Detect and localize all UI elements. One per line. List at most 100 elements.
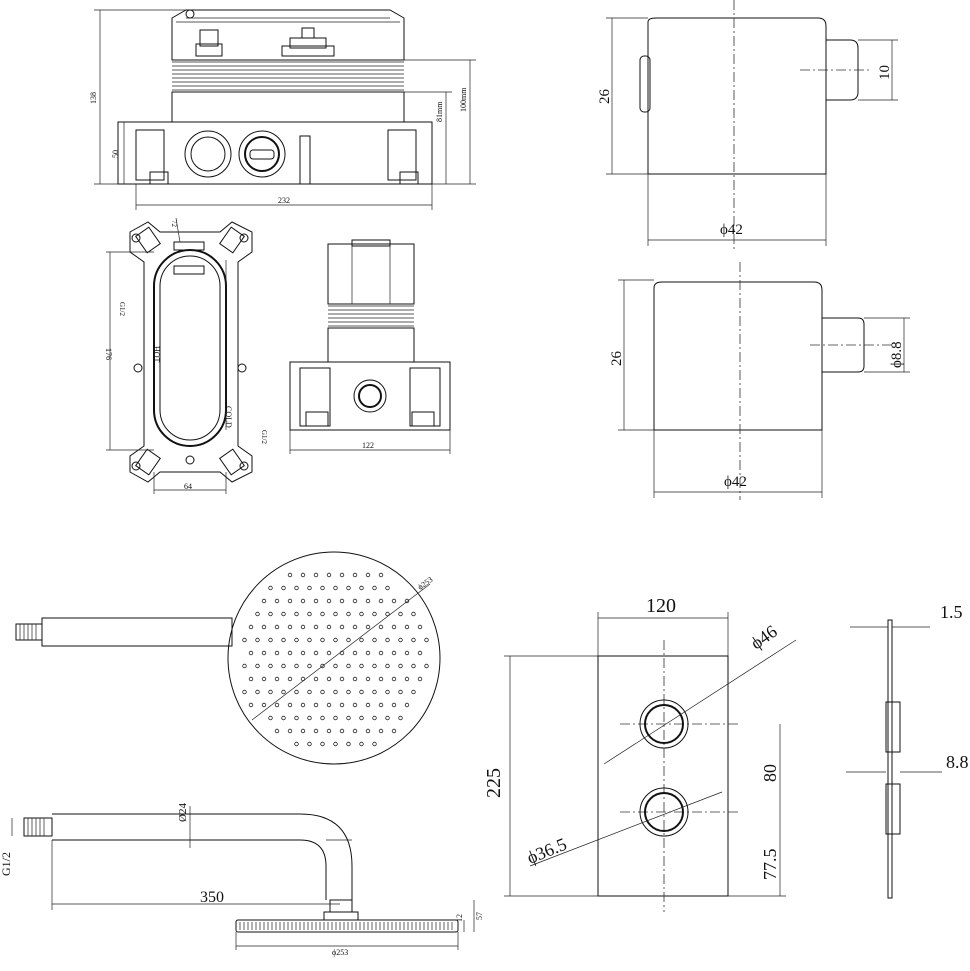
nozzle-dot [268,585,273,591]
arm-thread-label: G1/2 [0,852,13,876]
nozzle-dot [300,650,306,656]
nozzle-dot [333,663,338,669]
nozzle-dot [398,715,403,721]
nozzle-dot [359,585,364,591]
nozzle-dot [274,650,280,656]
nozzle-dot [339,572,345,578]
nozzle-dot [398,611,403,617]
head-ribs [239,922,453,930]
nozzle-dot [378,624,384,630]
shower-head-top-view: ϕ253 [15,551,441,765]
face-plate-side-view: 1.5 8.8 [846,602,969,899]
nozzle-dot [281,585,286,591]
nozzle-dot [326,650,332,656]
dim-plate-height: 176 [104,348,113,360]
nozzle-dot [333,741,338,747]
hot-label: HOT [152,346,161,363]
nozzle-dot [417,624,423,630]
nozzle-dot [352,702,358,708]
nozzle-dot [417,650,423,656]
nozzle-dot [313,572,319,578]
nozzle-dot [365,598,371,604]
nozzle-dot [255,689,260,695]
nozzle-dot [378,598,384,604]
head-thickness-label: 12 [455,914,464,922]
nozzle-dot [326,728,332,734]
dim-knob-bottom-stem: ϕ8.8 [889,341,905,368]
nozzle-dot [359,663,364,669]
rough-in-box-front-view: 138 50 100mm 81mm 232 [89,9,476,210]
nozzle-dot [307,611,312,617]
nozzle-dot [268,715,273,721]
nozzle-dot [411,611,416,617]
nozzle-dot [372,637,377,643]
nozzle-dot [320,741,325,747]
nozzle-dot [352,572,358,578]
nozzle-dot [287,598,293,604]
nozzle-dot [300,702,306,708]
nozzle-dot [326,572,332,578]
nozzle-dot [261,598,267,604]
nozzle-dot [398,637,403,643]
nozzle-dot [326,702,332,708]
dim-knob-top-stem: 10 [877,65,893,80]
nozzle-dot [274,676,280,682]
dim-knob-top-height: 26 [597,89,613,105]
nozzle-dot [391,624,397,630]
nozzle-dot [261,624,267,630]
face-plate-view: 120 225 ϕ46 ϕ36.5 80 77.5 [483,595,797,912]
nozzle-dot [307,689,312,695]
nozzle-dot [274,728,280,734]
nozzle-dot [326,624,332,630]
dim-rough-height-81: 81mm [435,101,444,122]
dim-hole-72: 72 [170,220,178,228]
nozzle-dot [346,663,351,669]
nozzle-dot [385,689,390,695]
nozzle-dot [385,611,390,617]
nozzle-dot [404,650,410,656]
nozzle-dot [326,598,332,604]
nozzle-dot [359,715,364,721]
nozzle-dot [378,676,384,682]
nozzle-dot [411,663,416,669]
ring-spacing-label: 80 [760,764,780,782]
nozzle-dot [294,741,299,747]
nozzle-dot [307,637,312,643]
nozzle-dot [248,702,254,708]
nozzle-dot [287,650,293,656]
nozzle-dot [365,728,371,734]
nozzle-dot [372,715,377,721]
nozzle-dot [346,689,351,695]
nozzle-dot [398,663,403,669]
nozzle-dot [281,611,286,617]
nozzle-dot [352,624,358,630]
nozzle-dot [287,572,293,578]
nozzle-dot [320,715,325,721]
nozzle-dot [313,598,319,604]
knob-bottom-view: 26 ϕ8.8 ϕ42 [609,262,910,500]
nozzle-dot [372,741,377,747]
ring-outer-label: ϕ46 [747,621,781,653]
plate-depth-label: 8.8 [946,752,969,772]
nozzle-dot [274,702,280,708]
nozzle-dot [242,689,247,695]
nozzle-dot [378,728,384,734]
shower-nozzles [242,572,429,747]
nozzle-dot [287,702,293,708]
nozzle-dot [404,702,410,708]
nozzle-dot [339,650,345,656]
nozzle-dot [333,637,338,643]
nozzle-dot [339,676,345,682]
nozzle-dot [307,585,312,591]
nozzle-dot [294,585,299,591]
nozzle-dot [365,676,371,682]
nozzle-dot [424,637,429,643]
nozzle-dot [346,637,351,643]
nozzle-dot [294,663,299,669]
dim-rough-height-100: 100mm [459,87,468,112]
nozzle-dot [359,741,364,747]
nozzle-dot [333,689,338,695]
dim-knob-top-diameter: ϕ42 [720,222,743,238]
nozzle-dot [313,728,319,734]
nozzle-dot [320,689,325,695]
